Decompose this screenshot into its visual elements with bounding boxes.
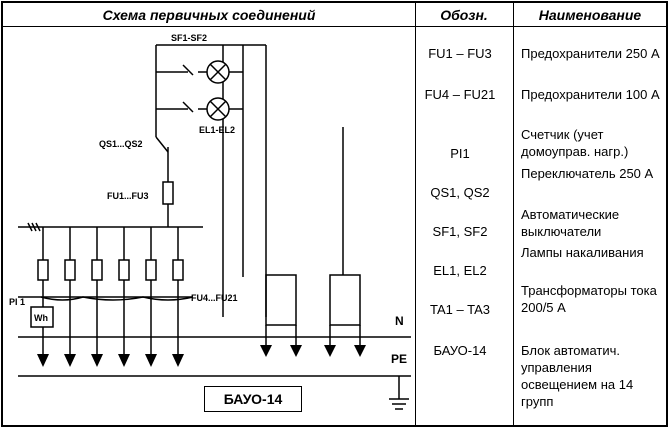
table-border-right bbox=[666, 1, 668, 427]
name-fu1-fu3: Предохранители 250 А bbox=[521, 46, 660, 61]
name-bauo: Блок автоматич. управления освещением на… bbox=[521, 343, 634, 409]
name-pi1: Счетчик (учет домоуправ. нагр.) bbox=[521, 127, 629, 159]
header-name: Наименование bbox=[538, 7, 642, 23]
name-sf: Автоматические выключатели bbox=[521, 207, 620, 239]
label-pi: PI 1 bbox=[9, 297, 25, 307]
column-divider-1 bbox=[415, 1, 416, 427]
name-el: Лампы накаливания bbox=[521, 245, 644, 260]
label-wh: Wh bbox=[34, 313, 48, 323]
header-designation: Обозн. bbox=[440, 7, 488, 23]
designation-fu4-fu21: FU4 – FU21 bbox=[424, 87, 496, 102]
bauo-unit-label: БАУО-14 bbox=[204, 386, 302, 412]
designation-sf: SF1, SF2 bbox=[432, 224, 488, 239]
label-qs: QS1...QS2 bbox=[99, 139, 143, 149]
designation-bauo: БАУО-14 bbox=[433, 343, 487, 358]
designation-pi1: PI1 bbox=[450, 146, 470, 161]
table-border-left bbox=[1, 1, 3, 427]
label-n: N bbox=[395, 314, 404, 328]
designation-qs: QS1, QS2 bbox=[430, 185, 490, 200]
designation-ta: TA1 – TA3 bbox=[430, 302, 490, 317]
label-el: EL1-EL2 bbox=[199, 125, 235, 135]
header-divider bbox=[1, 26, 668, 27]
wiring-diagram: SF1-SF2 EL1-EL2 QS1...QS2 FU1...FU3 FU4.… bbox=[9, 33, 411, 410]
label-pe: PE bbox=[391, 352, 407, 366]
table-border-top bbox=[1, 1, 668, 3]
label-sf: SF1-SF2 bbox=[171, 33, 207, 43]
name-fu4-fu21: Предохранители 100 А bbox=[521, 87, 660, 102]
header-scheme: Схема первичных соединений bbox=[102, 7, 316, 23]
label-fu1-fu3: FU1...FU3 bbox=[107, 191, 149, 201]
designation-fu1-fu3: FU1 – FU3 bbox=[428, 46, 492, 61]
table-border-bottom bbox=[1, 425, 668, 427]
label-fu4-fu21: FU4...FU21 bbox=[191, 293, 238, 303]
name-qs: Переключатель 250 А bbox=[521, 166, 654, 181]
name-ta: Трансформаторы тока 200/5 А bbox=[521, 283, 657, 315]
designation-el: EL1, EL2 bbox=[433, 263, 487, 278]
column-divider-2 bbox=[513, 1, 514, 427]
